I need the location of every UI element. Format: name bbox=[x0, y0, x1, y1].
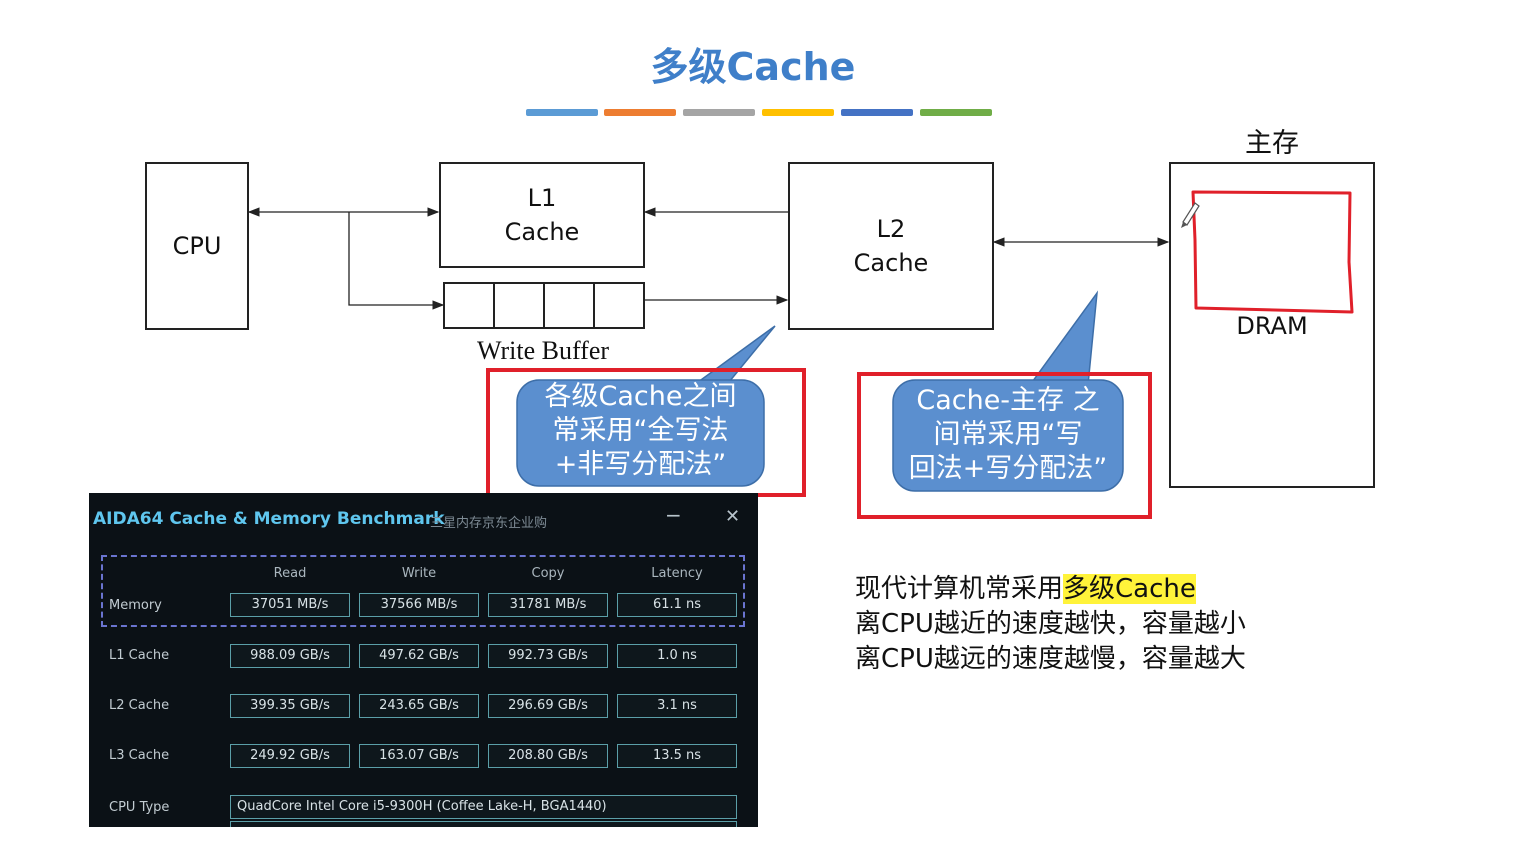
dram-label: DRAM bbox=[1236, 312, 1308, 340]
l1-read: 988.09 GB/s bbox=[230, 644, 350, 668]
left-callout-text: 各级Cache之间 常采用“全写法 +非写分配法” bbox=[517, 380, 764, 482]
write-buffer-cell-1 bbox=[443, 282, 495, 329]
column-header-copy: Copy bbox=[531, 566, 565, 581]
accent-bar-6 bbox=[920, 109, 992, 116]
right-callout-line-1: Cache-主存 之 bbox=[916, 385, 1100, 416]
accent-bar-3 bbox=[683, 109, 755, 116]
row-label-l2: L2 Cache bbox=[109, 698, 170, 713]
left-red-frame bbox=[486, 368, 806, 497]
row-label-l3: L3 Cache bbox=[109, 748, 170, 763]
accent-bar-1 bbox=[526, 109, 598, 116]
accent-bar-2 bbox=[604, 109, 676, 116]
right-callout-text: Cache-主存 之 间常采用“写 回法+写分配法” bbox=[893, 384, 1123, 486]
right-callout-line-2: 间常采用“写 bbox=[933, 419, 1083, 450]
notes-line-1-prefix: 现代计算机常采用 bbox=[855, 574, 1064, 604]
cpu-writebuffer-arrow bbox=[348, 212, 445, 310]
l1-label-line1: L1 bbox=[527, 184, 557, 212]
column-header-read: Read bbox=[273, 566, 307, 581]
right-red-frame bbox=[857, 372, 1152, 519]
pen-icon bbox=[1181, 202, 1200, 228]
memory-latency: 61.1 ns bbox=[617, 593, 737, 617]
column-header-write: Write bbox=[401, 566, 437, 581]
l2-latency: 3.1 ns bbox=[617, 694, 737, 718]
cpu-label: CPU bbox=[172, 232, 222, 260]
l1-label-line2: Cache bbox=[504, 218, 580, 246]
memory-write: 37566 MB/s bbox=[359, 593, 479, 617]
l2-copy: 296.69 GB/s bbox=[488, 694, 608, 718]
row-label-memory: Memory bbox=[109, 598, 162, 613]
accent-bar-4 bbox=[762, 109, 834, 116]
write-buffer-cell-2 bbox=[493, 282, 545, 329]
l2-label-line1: L2 bbox=[876, 215, 906, 243]
l1-copy: 992.73 GB/s bbox=[488, 644, 608, 668]
left-callout-line-1: 各级Cache之间 bbox=[544, 381, 737, 412]
write-buffer-cell-3 bbox=[543, 282, 595, 329]
memory-row-frame bbox=[101, 555, 745, 627]
main-memory-label: 主存 bbox=[1245, 128, 1299, 159]
benchmark-title: AIDA64 Cache & Memory Benchmark bbox=[93, 509, 445, 529]
hand-drawn-red-box bbox=[1191, 190, 1354, 314]
notes-line-1: 现代计算机常采用多级Cache bbox=[855, 572, 1246, 607]
l3-read: 249.92 GB/s bbox=[230, 744, 350, 768]
aida64-benchmark-window: AIDA64 Cache & Memory Benchmark 三星内存京东企业… bbox=[89, 493, 758, 827]
cpu-type-value: QuadCore Intel Core i5-9300H (Coffee Lak… bbox=[230, 795, 737, 819]
l2-cache-box bbox=[788, 162, 994, 330]
left-callout-line-2: 常采用“全写法 bbox=[552, 415, 729, 446]
l1-cache-box bbox=[439, 162, 645, 268]
write-buffer-label: Write Buffer bbox=[476, 336, 610, 365]
column-header-latency: Latency bbox=[651, 566, 703, 581]
memory-read: 37051 MB/s bbox=[230, 593, 350, 617]
write-buffer-cell-4 bbox=[593, 282, 645, 329]
cpu-type-label: CPU Type bbox=[109, 800, 170, 815]
left-callout-shape bbox=[516, 379, 765, 487]
left-callout-line-3: +非写分配法” bbox=[554, 449, 727, 480]
next-field-partial bbox=[230, 821, 737, 827]
memory-copy: 31781 MB/s bbox=[488, 593, 608, 617]
benchmark-subtitle: 三星内存京东企业购 bbox=[430, 516, 548, 531]
main-memory-box bbox=[1169, 162, 1375, 488]
l2-read: 399.35 GB/s bbox=[230, 694, 350, 718]
close-button[interactable]: ✕ bbox=[725, 506, 741, 527]
cpu-box bbox=[145, 162, 249, 330]
accent-bar-5 bbox=[841, 109, 913, 116]
l3-write: 163.07 GB/s bbox=[359, 744, 479, 768]
l3-copy: 208.80 GB/s bbox=[488, 744, 608, 768]
right-callout-shape bbox=[892, 379, 1124, 492]
minimize-button[interactable]: − bbox=[665, 503, 682, 527]
l3-latency: 13.5 ns bbox=[617, 744, 737, 768]
row-label-l1: L1 Cache bbox=[109, 648, 170, 663]
l1-latency: 1.0 ns bbox=[617, 644, 737, 668]
notes-text: 现代计算机常采用多级Cache 离CPU越近的速度越快，容量越小 离CPU越远的… bbox=[855, 572, 1246, 677]
page-title: 多级Cache bbox=[650, 45, 856, 89]
l2-label-line2: Cache bbox=[853, 249, 929, 277]
right-callout-line-3: 回法+写分配法” bbox=[908, 453, 1108, 484]
l1-write: 497.62 GB/s bbox=[359, 644, 479, 668]
l2-write: 243.65 GB/s bbox=[359, 694, 479, 718]
notes-line-3: 离CPU越远的速度越慢，容量越大 bbox=[855, 644, 1246, 674]
notes-line-2: 离CPU越近的速度越快，容量越小 bbox=[855, 609, 1246, 639]
notes-highlight: 多级Cache bbox=[1063, 574, 1196, 604]
